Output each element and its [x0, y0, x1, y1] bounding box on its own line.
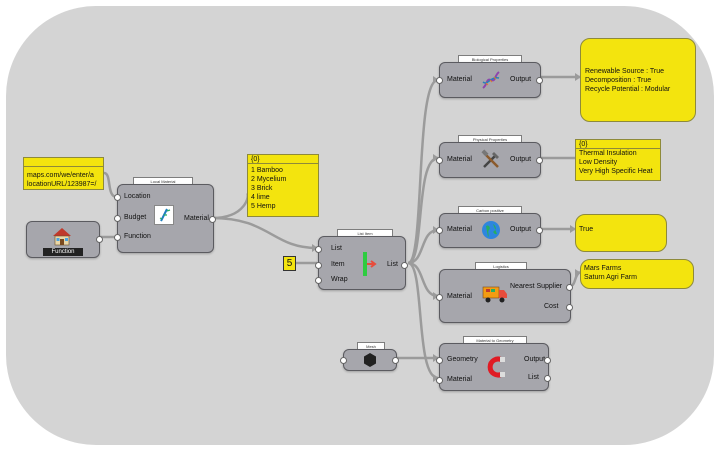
- list-pin[interactable]: [315, 246, 322, 253]
- bio-output-panel[interactable]: Renewable Source : True Decomposition : …: [580, 38, 696, 122]
- truck-icon: [482, 284, 508, 306]
- list-item-node[interactable]: List Item Wrap List: [315, 236, 408, 290]
- material-item: 3 Brick: [251, 185, 273, 192]
- carbon-output-pin[interactable]: [536, 227, 543, 234]
- material-item: 2 Mycelium: [251, 176, 287, 183]
- bio-output-line: Recycle Potential : Modular: [585, 86, 671, 93]
- carbon-node[interactable]: Material Output: [436, 213, 543, 248]
- geometry-output-port: Output: [524, 356, 546, 363]
- geometry-list-pin[interactable]: [544, 375, 551, 382]
- carbon-output-value: True: [579, 226, 594, 233]
- carbon-input-port: Material: [447, 226, 472, 233]
- phys-output-header: {0}: [576, 140, 660, 149]
- phys-output-port: Output: [510, 156, 532, 163]
- nearest-supplier-pin[interactable]: [566, 284, 573, 291]
- function-port: Function: [124, 233, 151, 240]
- bamboo-icon: [154, 205, 174, 225]
- budget-port: Budget: [124, 214, 147, 221]
- logistics-node[interactable]: Material Nearest Supplier Cost: [436, 269, 573, 323]
- location-url-line-1: maps.com/we/enter/a: [27, 172, 94, 179]
- item-port: Item: [331, 261, 345, 268]
- material-output-port: Material: [184, 215, 209, 222]
- list-item-icon: [359, 251, 377, 277]
- carbon-input-pin[interactable]: [436, 227, 443, 234]
- wrap-port: Wrap: [331, 276, 348, 283]
- phys-output-panel[interactable]: {0} Thermal Insulation Low Density Very …: [575, 139, 661, 181]
- material-item: 1 Bamboo: [251, 167, 283, 174]
- phys-input-port: Material: [447, 156, 472, 163]
- item-index-panel[interactable]: 5: [283, 256, 296, 271]
- material-item: 4 lime: [251, 194, 270, 201]
- logistics-input-port: Material: [447, 293, 472, 300]
- list-port: List: [331, 245, 342, 252]
- location-port: Location: [124, 193, 151, 200]
- list-output-pin[interactable]: [401, 262, 408, 269]
- bio-output-line: Renewable Source : True: [585, 68, 664, 75]
- list-output-port: List: [387, 261, 398, 268]
- material-output-pin[interactable]: [209, 216, 216, 223]
- materials-panel[interactable]: {0} 1 Bamboo 2 Mycelium 3 Brick 4 lime 5…: [247, 154, 319, 217]
- local-material-node[interactable]: Location Budget Function Material: [114, 184, 216, 253]
- location-pin[interactable]: [114, 194, 121, 201]
- phys-node[interactable]: Material Output: [436, 142, 543, 178]
- phys-output-line: Very High Specific Heat: [579, 168, 653, 175]
- location-url-panel[interactable]: maps.com/we/enter/a locationURL/123987=/: [23, 157, 104, 190]
- supplier-item: Mars Farms: [584, 265, 622, 272]
- budget-pin[interactable]: [114, 215, 121, 222]
- phys-input-pin[interactable]: [436, 157, 443, 164]
- hexagon-icon: [361, 351, 379, 369]
- geometry-list-port: List: [528, 374, 539, 381]
- location-url-line-2: locationURL/123987=/: [27, 181, 97, 188]
- carbon-output-panel[interactable]: True: [575, 214, 667, 252]
- geometry-node[interactable]: Geometry Material Output List: [436, 343, 551, 391]
- wire-material-list: [211, 191, 249, 220]
- panel-header: [24, 158, 103, 167]
- carbon-output-port: Output: [510, 226, 532, 233]
- function-pin[interactable]: [114, 234, 121, 241]
- bio-output-line: Decomposition : True: [585, 77, 652, 84]
- tools-icon: [480, 149, 502, 171]
- bio-output-port: Output: [510, 76, 532, 83]
- item-pin[interactable]: [315, 262, 322, 269]
- geometry-material-port: Material: [447, 376, 472, 383]
- function-node[interactable]: Function: [26, 221, 103, 258]
- bio-output-pin[interactable]: [536, 77, 543, 84]
- material-item: 5 Hemp: [251, 203, 276, 210]
- nearest-supplier-port: Nearest Supplier: [510, 283, 563, 290]
- wire-material-listitem: [211, 216, 318, 250]
- wire-list-bio: [406, 78, 439, 265]
- geometry-input-pin[interactable]: [436, 357, 443, 364]
- supplier-item: Saturn Agri Farm: [584, 274, 637, 281]
- bio-input-port: Material: [447, 76, 472, 83]
- mesh-input-pin[interactable]: [340, 357, 347, 364]
- wire-list-phys: [407, 156, 439, 265]
- phys-output-pin[interactable]: [536, 157, 543, 164]
- wrap-pin[interactable]: [315, 277, 322, 284]
- item-index-value: 5: [286, 258, 293, 269]
- phys-output-line: Low Density: [579, 159, 618, 166]
- function-label: Function: [43, 248, 83, 256]
- phys-output-line: Thermal Insulation: [579, 150, 637, 157]
- geometry-material-pin[interactable]: [436, 377, 443, 384]
- cost-pin[interactable]: [566, 304, 573, 311]
- bio-input-pin[interactable]: [436, 77, 443, 84]
- geometry-output-pin[interactable]: [544, 357, 551, 364]
- mesh-output-pin[interactable]: [392, 357, 399, 364]
- geometry-input-port: Geometry: [447, 356, 478, 363]
- function-output-pin[interactable]: [96, 236, 103, 243]
- globe-icon: [481, 220, 501, 240]
- dna-icon: [480, 69, 502, 91]
- bio-node[interactable]: Material Output: [436, 62, 543, 98]
- house-icon: [51, 226, 73, 246]
- cost-port: Cost: [544, 303, 559, 310]
- materials-panel-header: {0}: [248, 155, 318, 164]
- logistics-input-pin[interactable]: [436, 294, 443, 301]
- suppliers-panel[interactable]: Mars Farms Saturn Agri Farm: [580, 259, 694, 289]
- mesh-node[interactable]: [340, 349, 399, 371]
- wire-list-geometry-material: [407, 261, 439, 380]
- magnet-icon: [486, 356, 508, 378]
